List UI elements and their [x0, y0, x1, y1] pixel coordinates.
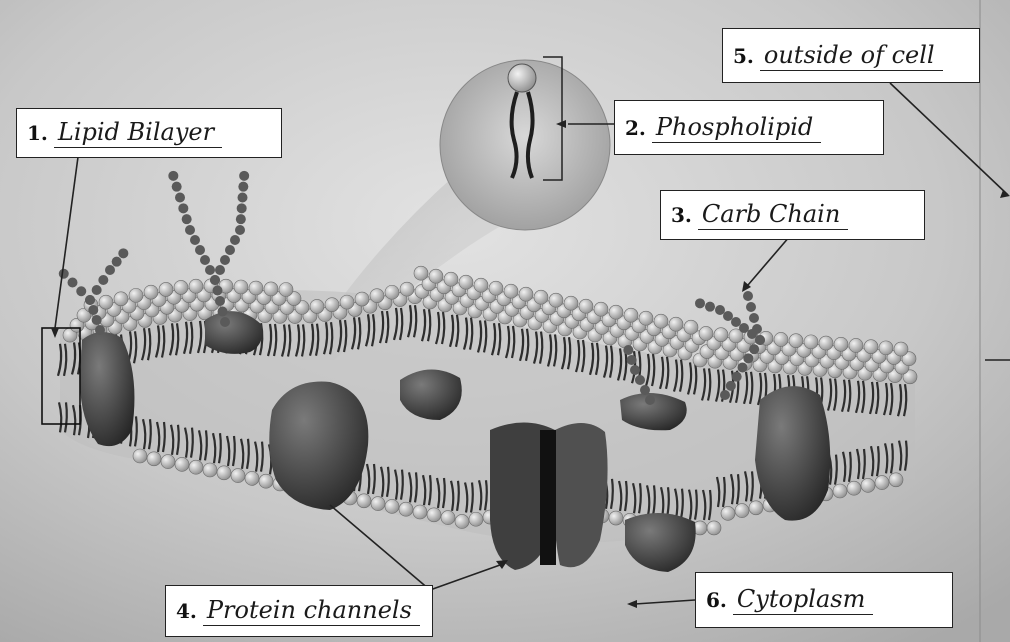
label-2-phospholipid: 2. Phospholipid — [614, 100, 884, 155]
label-number: 5. — [733, 44, 754, 68]
label-number: 1. — [27, 121, 48, 145]
phospholipid-head — [508, 64, 536, 92]
label-answer: Carb Chain — [698, 200, 848, 230]
label-3-carb-chain: 3. Carb Chain — [660, 190, 925, 240]
protein-large-left — [269, 382, 368, 510]
label-number: 2. — [625, 116, 646, 140]
label-number: 3. — [671, 203, 692, 227]
label-5-outside-of-cell: 5. outside of cell — [722, 28, 980, 83]
label-answer: Lipid Bilayer — [54, 118, 222, 148]
label-number: 6. — [706, 588, 727, 612]
label-answer: outside of cell — [760, 41, 943, 71]
label-answer: Phospholipid — [652, 113, 821, 143]
channel-pore — [540, 430, 556, 565]
label-answer: Cytoplasm — [733, 585, 873, 615]
label-1-lipid-bilayer: 1. Lipid Bilayer — [16, 108, 282, 158]
label-answer: Protein channels — [203, 596, 420, 626]
label-number: 4. — [176, 599, 197, 623]
label-4-protein-channels: 4. Protein channels — [165, 585, 433, 637]
label-6-cytoplasm: 6. Cytoplasm — [695, 572, 953, 628]
